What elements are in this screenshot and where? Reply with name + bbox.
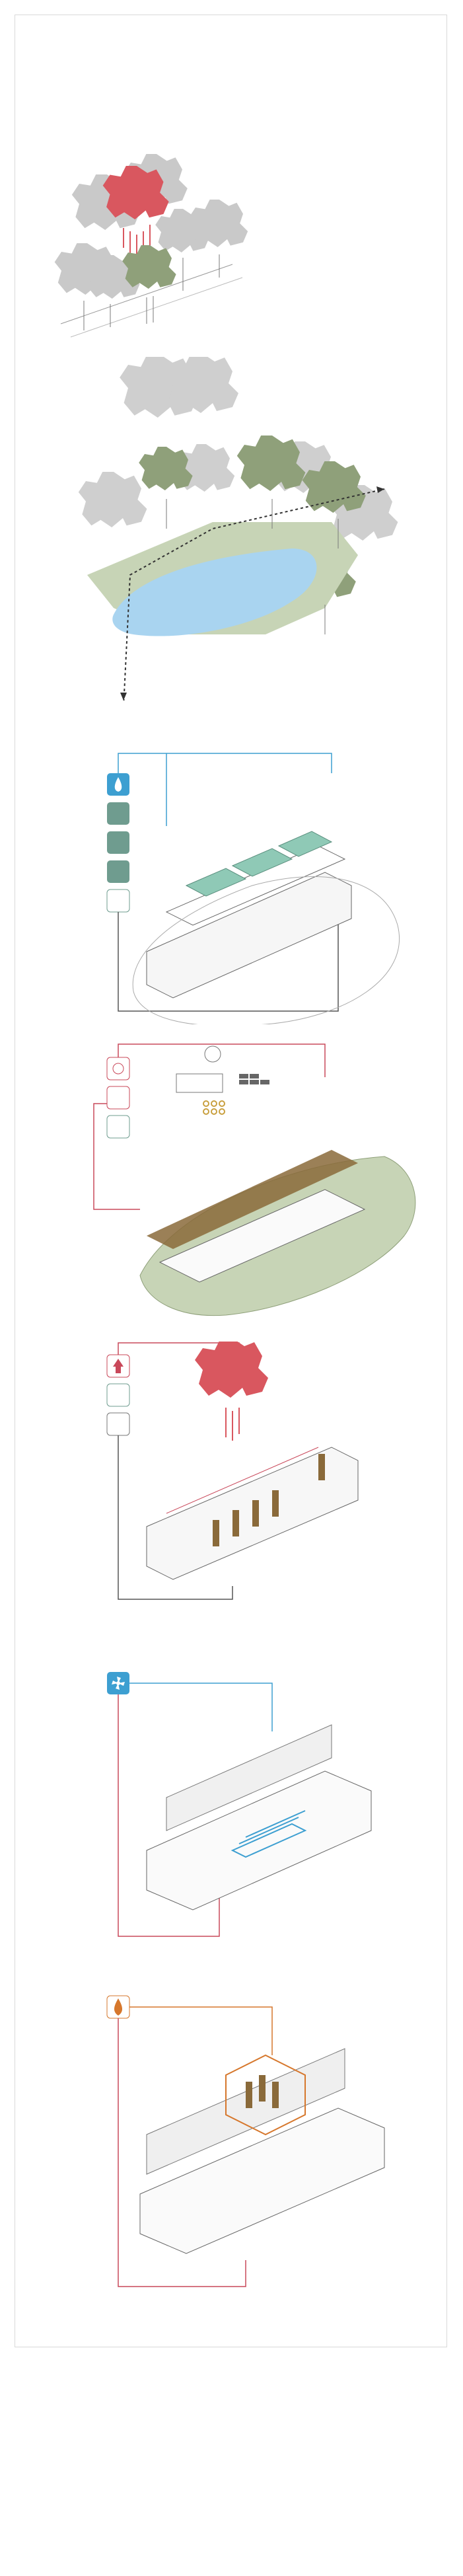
ladder-icon	[106, 1412, 130, 1436]
fireplace-diagram	[15, 1956, 447, 2300]
tree-growth-diagram	[15, 126, 447, 350]
drawing-frame	[15, 15, 447, 2347]
material-icons-column	[106, 1057, 130, 1139]
forest-timber-svg	[106, 1342, 359, 1600]
timber-icon	[106, 1383, 130, 1407]
forest-timber-diagram	[15, 1342, 447, 1619]
ventilation-diagram	[15, 1632, 447, 1943]
materials-diagram	[15, 1038, 447, 1322]
disc-icon	[106, 1057, 130, 1080]
materials-svg	[93, 1043, 416, 1316]
toilet-icon	[106, 889, 130, 913]
water-system-svg	[106, 753, 400, 1024]
water-icons-column	[106, 773, 130, 913]
water-system-diagram	[15, 714, 447, 1024]
hanger-icon	[106, 1086, 130, 1110]
glasses-icon	[106, 1115, 130, 1139]
forest-icons-column	[106, 1354, 130, 1436]
fireplace-svg	[106, 1995, 385, 2287]
site-lake-diagram	[15, 357, 447, 701]
ventilation-svg	[107, 1672, 372, 1937]
recycle-icon	[107, 831, 129, 854]
site-lake-svg	[78, 357, 398, 701]
tree-growth-svg	[54, 154, 248, 338]
hand-wash-icon	[107, 802, 129, 825]
tank-icon	[107, 860, 129, 883]
